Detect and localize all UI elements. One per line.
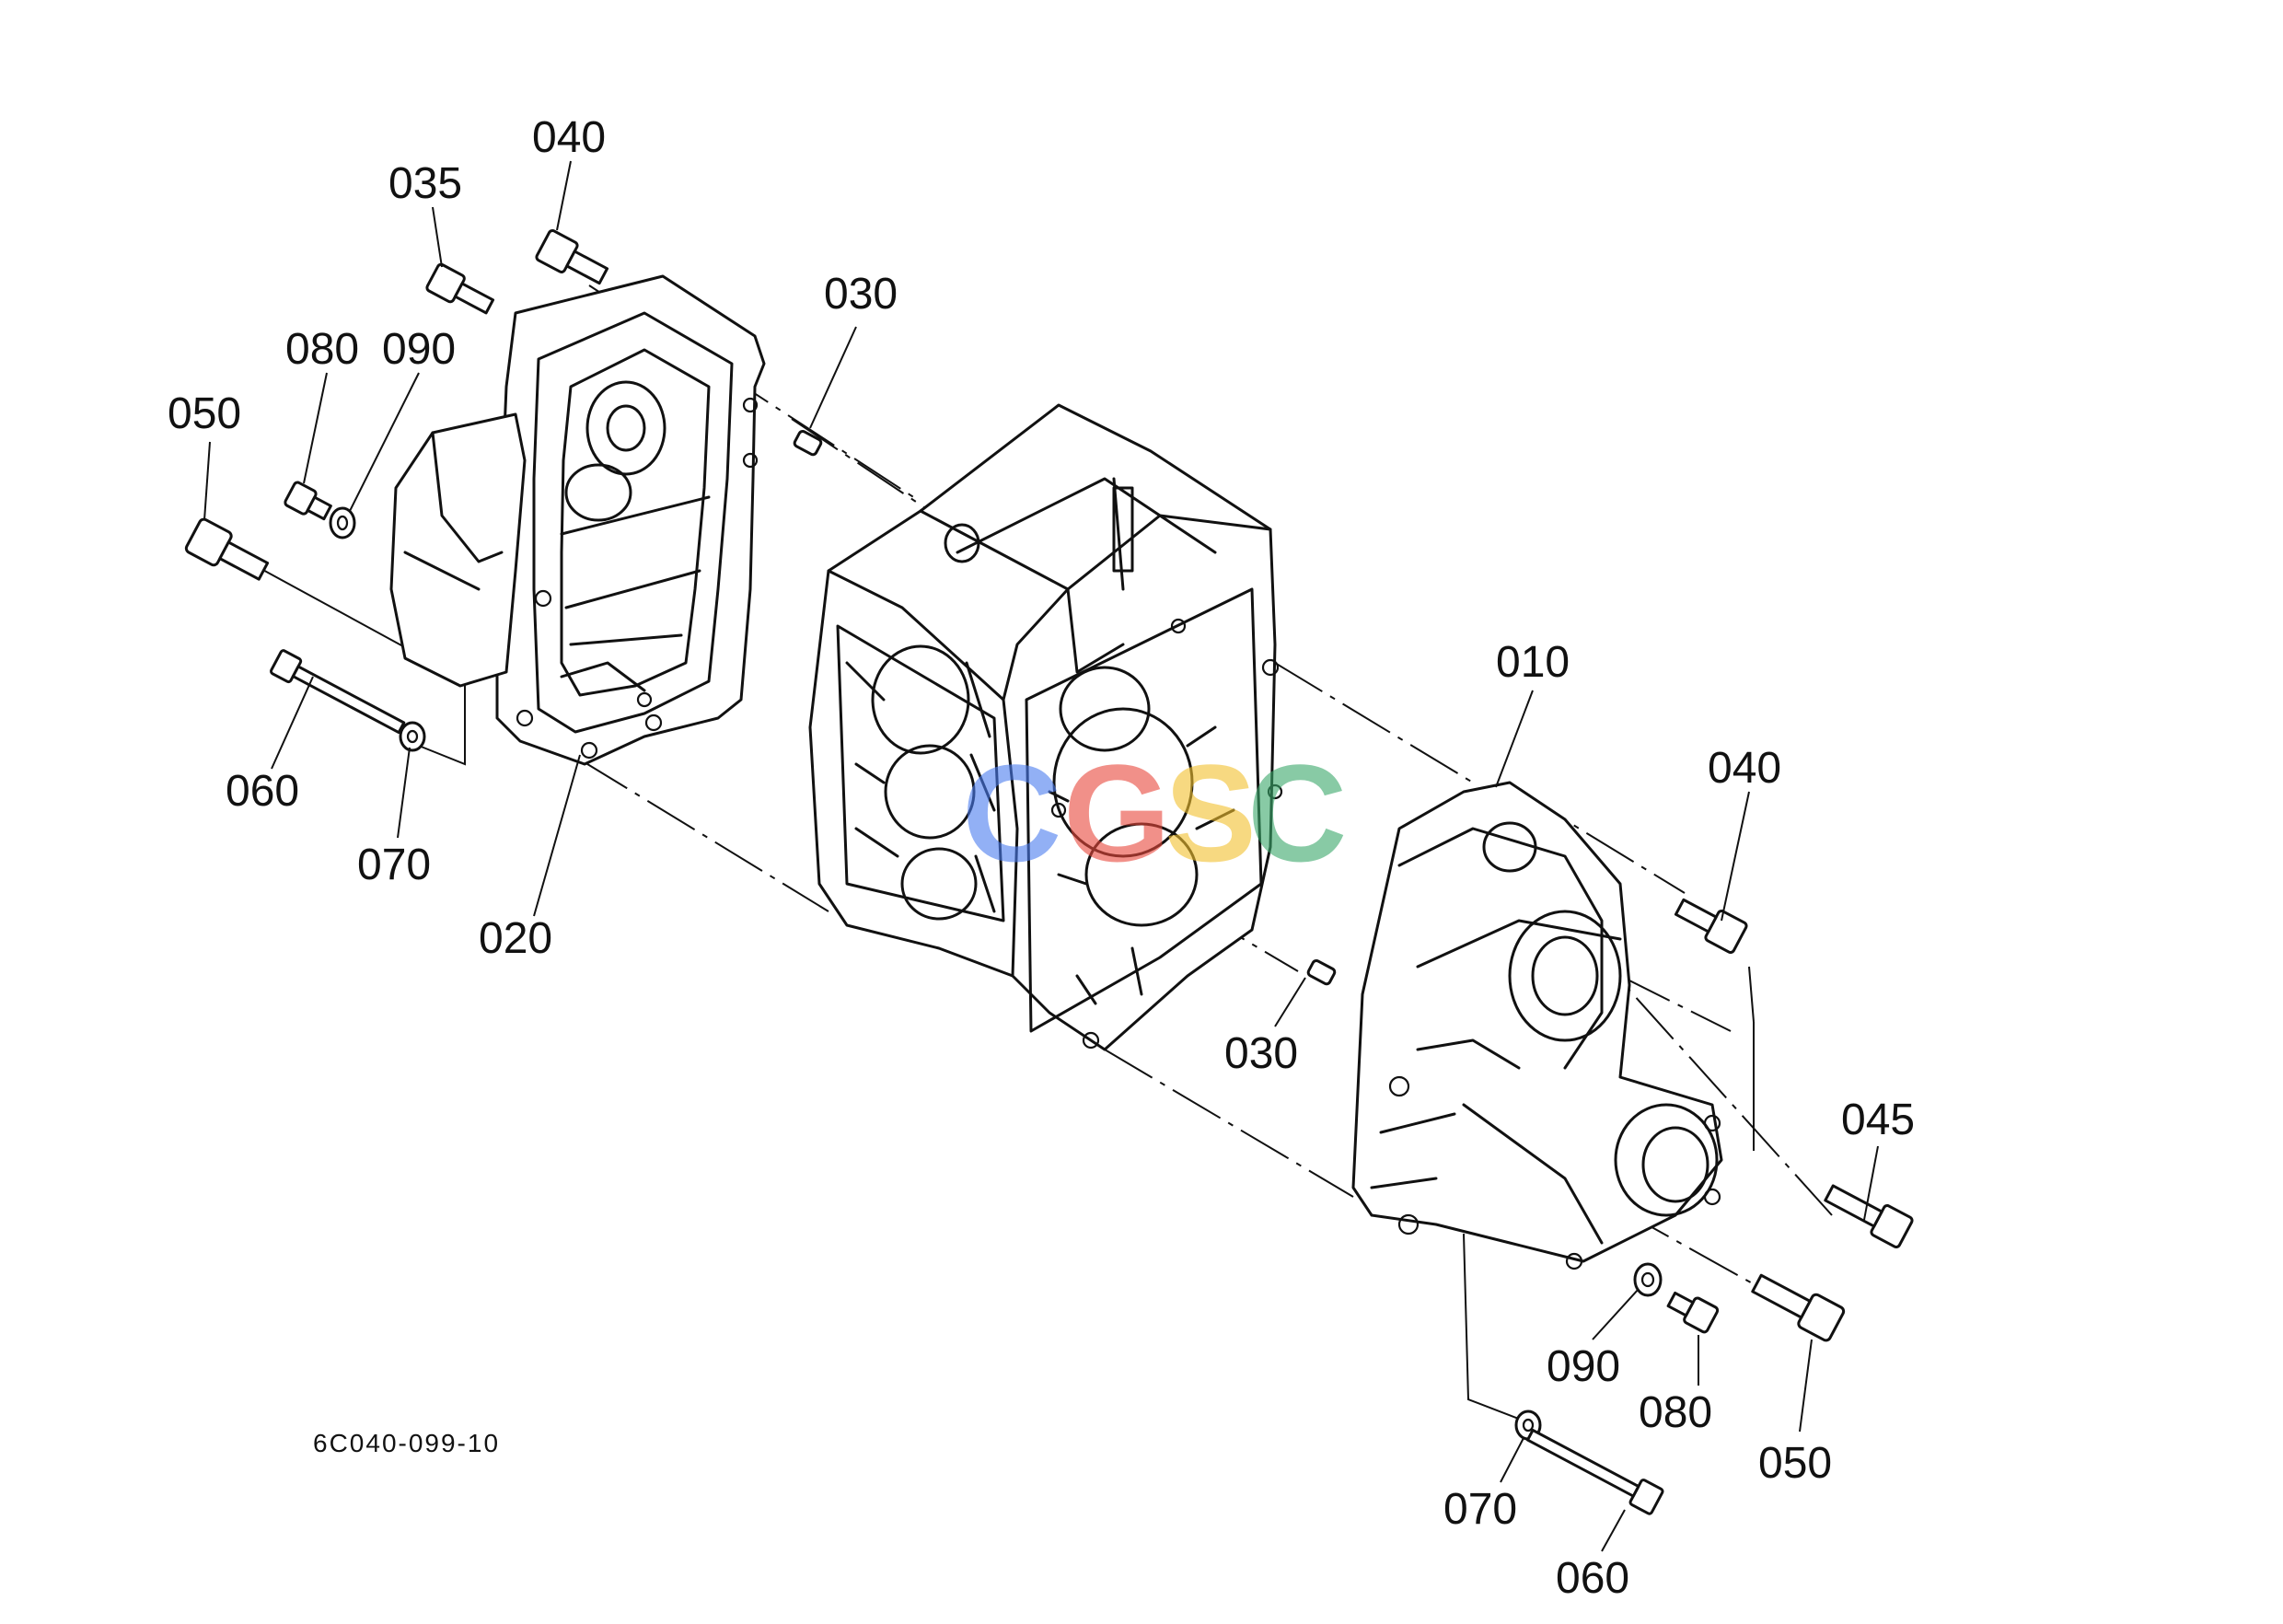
callout-080-right: 080 bbox=[1639, 1388, 1712, 1437]
rear-cover-010 bbox=[1351, 781, 1723, 1270]
front-cover-020 bbox=[389, 274, 766, 766]
watermark: C G S C bbox=[962, 736, 1347, 890]
callout-050-left: 050 bbox=[168, 389, 241, 438]
callout-090-left: 090 bbox=[382, 325, 456, 374]
callout-020: 020 bbox=[479, 914, 552, 963]
figure-code: 6C040-099-10 bbox=[313, 1429, 500, 1457]
callout-070-left: 070 bbox=[357, 841, 431, 889]
callout-070-right: 070 bbox=[1443, 1485, 1517, 1534]
callout-040-right: 040 bbox=[1708, 744, 1781, 793]
fasteners bbox=[184, 229, 1914, 1515]
watermark-letter-2: G bbox=[1063, 736, 1171, 890]
callout-045: 045 bbox=[1841, 1096, 1915, 1144]
callout-030-top: 030 bbox=[824, 270, 898, 319]
callout-090-right: 090 bbox=[1547, 1342, 1620, 1391]
watermark-letter-1: C bbox=[962, 736, 1061, 890]
watermark-letter-3: S bbox=[1165, 736, 1257, 890]
callout-010: 010 bbox=[1496, 638, 1570, 687]
callout-040-left: 040 bbox=[532, 113, 606, 162]
callout-labels: 040 035 030 080 090 050 060 070 020 010 … bbox=[168, 113, 1915, 1603]
callout-030-bottom: 030 bbox=[1224, 1029, 1298, 1078]
callout-080-left: 080 bbox=[285, 325, 359, 374]
callout-060-left: 060 bbox=[226, 767, 299, 816]
callout-035: 035 bbox=[388, 159, 462, 208]
watermark-letter-4: C bbox=[1247, 736, 1347, 890]
callout-060-right: 060 bbox=[1556, 1554, 1629, 1603]
leader-lines bbox=[203, 160, 1879, 1552]
callout-050-right: 050 bbox=[1758, 1439, 1832, 1488]
transmission-case bbox=[808, 403, 1283, 1051]
